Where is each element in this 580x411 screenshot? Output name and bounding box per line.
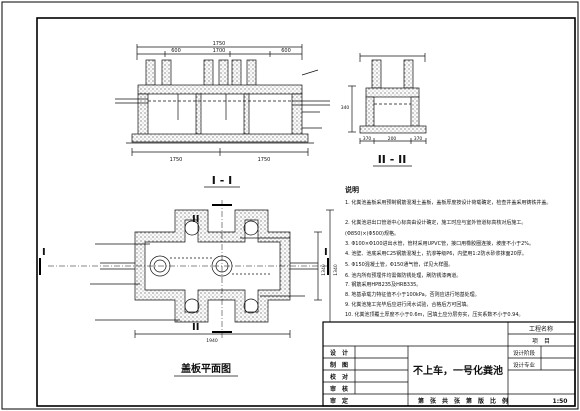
title-block-drawing-title: 不上车，一号化粪池	[413, 364, 503, 377]
title-block-discipline-label: 设计专业	[513, 361, 536, 369]
dim-top-total: 1750	[213, 41, 226, 47]
dim-plan-right-1: 1340	[321, 264, 327, 276]
note-item: 3. Φ100×Φ100进出水管，管材采用UPVC管，接口用橡胶圈连接，坡度不小…	[345, 240, 534, 247]
note-item: (Φ850)×(Φ500)规格。	[345, 230, 399, 237]
title-block-stage-label: 设计阶段	[513, 349, 536, 357]
notes-heading: 说明	[345, 185, 359, 194]
sheet-inner-border	[36, 17, 576, 407]
note-item: 2. 化粪池进出口管道中心标高由设计确定，施工时应与室外管道标高核对后施工。	[345, 219, 526, 226]
title-block-project-name-label: 工程名称	[529, 325, 553, 333]
dim-top-part-2: 1700	[213, 48, 226, 54]
dim-plan-right-2: 1340	[333, 264, 339, 276]
section-1-title: I - I	[212, 174, 232, 187]
title-block-row-draw: 制 图	[330, 361, 348, 369]
plan-drawing	[48, 200, 334, 338]
section-2-drawing	[348, 53, 427, 144]
dim-bottom-1: 1750	[170, 157, 183, 163]
note-item: 9. 化粪池施工完毕后应进行闭水试验，合格后方可回填。	[345, 301, 471, 308]
title-block-row-design: 设 计	[330, 349, 348, 357]
title-block-grid	[322, 321, 576, 407]
dim-bottom-2: 1750	[258, 157, 271, 163]
title-block-item-label: 项 目	[532, 338, 550, 345]
plan-title: 盖板平面图	[181, 362, 231, 375]
title-block-scale: 1:50	[553, 398, 568, 405]
plan-cut-label-left: I	[42, 247, 46, 258]
note-item: 6. 池内所有预埋件均需做防锈处理，刷防锈漆两道。	[345, 272, 461, 279]
section-1-drawing	[115, 44, 330, 156]
notes-list: 1. 化粪池盖板采用预制钢筋混凝土盖板，盖板厚度按设计荷载确定，检查井盖采用铸铁…	[345, 199, 551, 318]
note-item: 1. 化粪池盖板采用预制钢筋混凝土盖板，盖板厚度按设计荷载确定，检查井盖采用铸铁…	[345, 199, 551, 206]
plan-cut-label-bottom: II	[192, 322, 199, 333]
note-item: 7. 钢筋采用HPB235及HRB335。	[345, 281, 421, 288]
note-item: 10. 化粪池顶覆土厚度不小于0.6m，回填土应分层夯实，压实系数不小于0.94…	[345, 311, 524, 318]
plan-cut-label-top: II	[192, 214, 199, 225]
dim-s2-height: 340	[341, 105, 350, 111]
dim-plan-bottom: 1940	[206, 338, 218, 344]
dim-s2-width-3: 370	[414, 136, 423, 142]
title-block-footer: 第 张 共 张 第 版 比 例	[417, 397, 508, 405]
note-item: 5. Φ150混凝土管，Φ150通气管，详见大样图。	[345, 261, 453, 268]
title-block-row-check: 校 对	[330, 373, 348, 381]
dim-top-part-3: 600	[281, 48, 291, 54]
note-item: 4. 池壁、池底采用C25钢筋混凝土，抗渗等级P6，内壁用1:2防水砂浆抹面20…	[345, 250, 527, 257]
note-item: 8. 地基承载力特征值不小于100kPa，否则应进行地基处理。	[345, 291, 480, 298]
title-block-row-review: 审 核	[330, 385, 348, 393]
title-block-row-approve: 审 定	[330, 397, 348, 405]
dim-top-part-1: 600	[171, 48, 181, 54]
plan-cut-label-right: I	[324, 247, 328, 258]
dim-s2-width-1: 370	[363, 136, 372, 142]
dim-s2-width-2: 200	[388, 136, 397, 142]
section-2-title: II - II	[378, 153, 407, 166]
plan-cut-markers	[39, 204, 329, 333]
